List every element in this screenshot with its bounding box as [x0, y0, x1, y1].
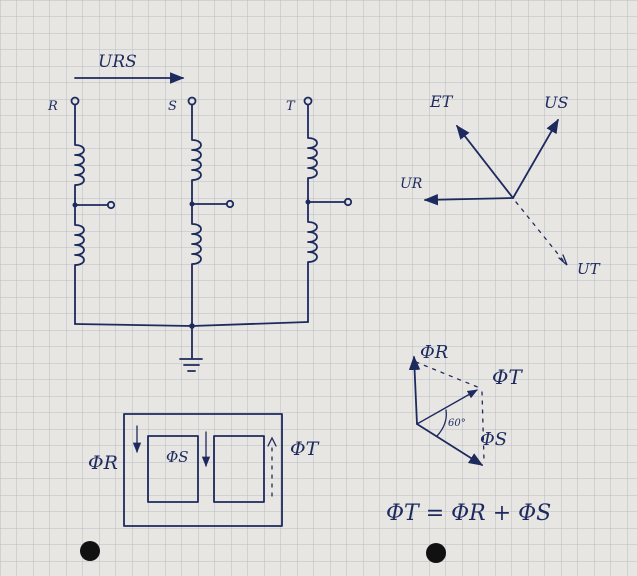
ground-symbol — [179, 325, 203, 372]
core-window-left — [147, 435, 199, 503]
flux-label-phi-t: ΦT — [492, 365, 523, 389]
flux-label-phi-s: ΦS — [480, 429, 507, 450]
phase-s-winding — [189, 104, 235, 327]
phasor-label-et: ET — [429, 92, 454, 111]
phasor-ut-dashed — [515, 201, 567, 265]
phasor-et — [456, 124, 514, 199]
transformer-core-sketch: ΦR ΦS ΦT — [88, 413, 320, 527]
punch-hole-left — [80, 541, 100, 561]
tap-terminal-r — [106, 200, 116, 210]
voltage-phasor-diagram: ET US UR UT — [400, 92, 601, 278]
core-label-phi-t: ΦT — [290, 438, 320, 460]
angle-arc — [436, 409, 447, 437]
flux-equation: ΦT = ΦR + ΦS — [386, 501, 551, 526]
tap-terminal-s — [225, 199, 235, 209]
punch-hole-right — [426, 543, 446, 563]
phasor-phi-r — [408, 355, 421, 425]
construction-line-top — [415, 361, 481, 389]
phasor-us — [512, 118, 559, 199]
angle-label: 60° — [448, 418, 466, 429]
phasor-label-ut: UT — [577, 260, 601, 278]
terminal-label-t: T — [286, 99, 296, 114]
phasor-ut-arrowhead — [558, 254, 568, 266]
phasor-phi-s — [416, 423, 484, 466]
tap-terminal-t — [343, 197, 353, 207]
phasor-label-ur: UR — [400, 176, 423, 192]
core-outer-frame — [123, 413, 283, 527]
core-label-phi-s: ΦS — [166, 448, 189, 466]
phasor-ur — [423, 193, 514, 206]
construction-line-side — [481, 391, 485, 461]
three-phase-circuit: URS R S T — [47, 52, 353, 372]
phasor-phi-t — [416, 389, 478, 425]
core-label-phi-r: ΦR — [88, 452, 118, 474]
terminal-label-r: R — [47, 99, 58, 114]
phase-r-winding — [72, 104, 116, 325]
phasor-label-us: US — [544, 93, 568, 112]
terminal-label-s: S — [168, 99, 177, 114]
flux-phasor-diagram: ΦR ΦT ΦS 60° — [408, 342, 523, 466]
flux-label-phi-r: ΦR — [420, 342, 448, 363]
flux-arrow-t-head — [267, 436, 277, 447]
voltage-label-urs: URS — [98, 52, 137, 72]
phase-t-winding — [305, 104, 353, 323]
core-window-right — [213, 435, 265, 503]
